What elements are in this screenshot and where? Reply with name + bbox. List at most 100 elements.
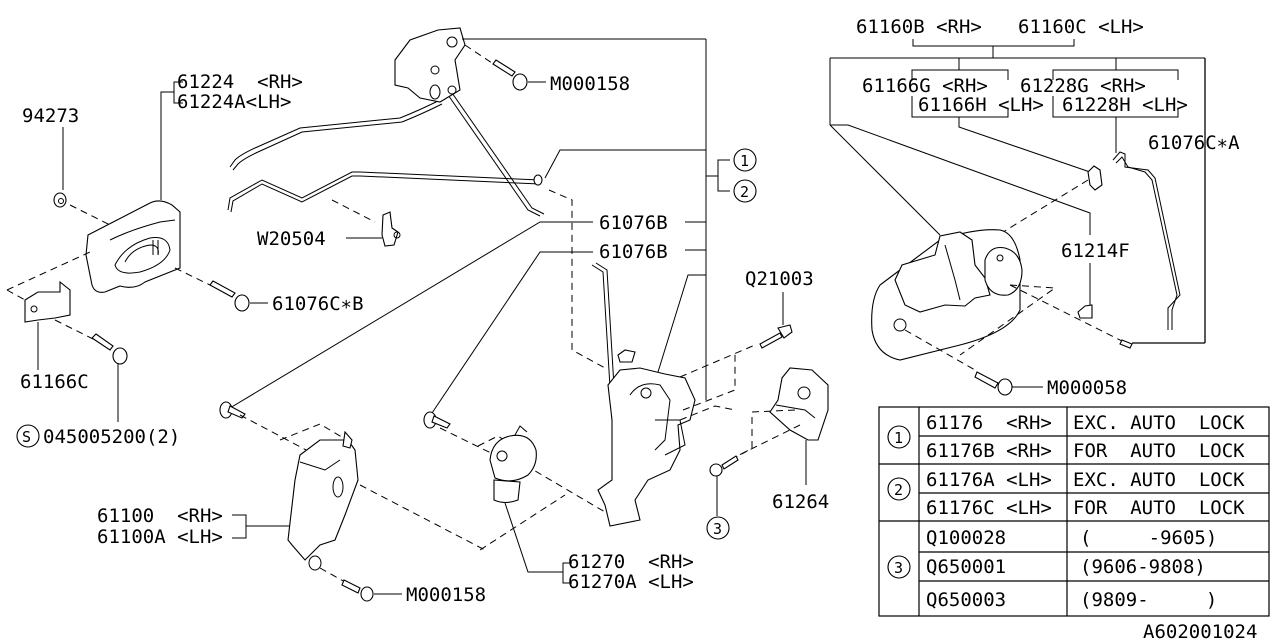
table-row-note: (9606-9808) — [1080, 556, 1206, 578]
table-row-part: Q650003 — [926, 589, 1006, 611]
part-61166C-bracket[interactable]: 61166C — [20, 280, 89, 393]
table-row-part: 61176A <LH> — [926, 469, 1052, 491]
leader-dash — [904, 329, 976, 371]
label-group-61160[interactable]: 61160B <RH> 61160C <LH> — [829, 16, 1206, 343]
part-inner-handle-bracket[interactable] — [394, 27, 466, 103]
part-61076C-B-screw[interactable]: 61076C∗B — [209, 280, 364, 315]
part-61076B-screw-2[interactable]: 61076B — [423, 241, 706, 429]
svg-text:2: 2 — [894, 481, 903, 499]
leader-dash — [734, 424, 801, 458]
label-W20504: W20504 — [257, 228, 326, 250]
label-M000058: M000058 — [1047, 377, 1127, 399]
table-row-note: FOR AUTO LOCK — [1073, 497, 1245, 519]
label-61160B: 61160B <RH> — [856, 16, 982, 38]
part-61100-actuator[interactable] — [287, 430, 359, 571]
callout-3-diagram[interactable]: 3 — [706, 516, 730, 540]
leader-dash — [331, 199, 376, 223]
label-61270A: 61270A <LH> — [568, 571, 694, 593]
leader-dash — [679, 405, 736, 421]
part-61076C-A-screw[interactable] — [1119, 339, 1205, 349]
part-callout-3-screw[interactable] — [709, 455, 739, 516]
label-61160C: 61160C <LH> — [1018, 16, 1144, 38]
label-61224A: 61224A<LH> — [177, 91, 291, 113]
svg-text:3: 3 — [713, 520, 722, 538]
part-045005200-screw[interactable]: S 045005200(2) — [16, 333, 180, 448]
label-045005200: 045005200(2) — [43, 426, 180, 448]
part-61160-outer-handle[interactable] — [871, 229, 1023, 361]
label-61214F: 61214F — [1061, 240, 1130, 262]
table-row-part: 61176C <LH> — [926, 497, 1052, 519]
callout-1[interactable]: 1 — [733, 148, 757, 172]
leader-dash — [479, 494, 566, 551]
part-Q21003-screw[interactable]: Q21003 — [745, 268, 814, 349]
label-group-61100[interactable]: 61100 <RH> 61100A <LH> — [97, 505, 290, 548]
table-row-part: 61176 <RH> — [926, 412, 1052, 434]
table-group-1: 1 61176 <RH> EXC. AUTO LOCK 61176B <RH> … — [887, 412, 1245, 462]
leader-dash — [6, 289, 26, 301]
part-94273-nut[interactable]: 94273 — [22, 105, 79, 208]
label-61166H: 61166H <LH> — [918, 94, 1044, 116]
part-door-latch[interactable] — [591, 262, 696, 527]
part-M000058-bolt[interactable]: M000058 — [974, 371, 1127, 399]
leader-dash — [682, 350, 736, 411]
label-61076B-1: 61076B — [599, 212, 668, 234]
leader-dash — [439, 427, 496, 456]
label-M000158-top: M000158 — [550, 73, 630, 95]
table-row-part: Q650001 — [926, 556, 1006, 578]
leader-line — [829, 124, 941, 236]
leader-line — [830, 124, 1091, 235]
table-row-part: 61176B <RH> — [926, 440, 1052, 462]
svg-text:3: 3 — [894, 559, 903, 577]
callout-2[interactable]: 2 — [733, 179, 757, 203]
leader-line — [544, 149, 706, 179]
label-61100: 61100 <RH> — [97, 505, 223, 527]
label-group-61166G[interactable]: 61166G <RH> 61166H <LH> — [862, 58, 1091, 173]
leader-dash — [464, 44, 496, 66]
table-row-note: ( -9605) — [1080, 527, 1217, 549]
label-61166C: 61166C — [20, 371, 89, 393]
leader-dash — [6, 251, 91, 291]
leader-dash — [174, 267, 211, 286]
label-61166G: 61166G <RH> — [862, 75, 988, 97]
label-group-61270[interactable]: 61270 <RH> 61270A <LH> — [504, 502, 694, 593]
label-61076CA: 61076C∗A — [1148, 132, 1240, 154]
part-M000158-bottom-bolt[interactable]: M000158 — [341, 579, 486, 606]
label-61264: 61264 — [772, 491, 829, 513]
table-group-3: 3 Q100028 ( -9605) Q650001 (9606-9808) Q… — [887, 527, 1217, 611]
label-group-61228G[interactable]: 61228G <RH> 61228H <LH> — [1020, 58, 1188, 153]
leader-line — [717, 159, 730, 192]
label-94273: 94273 — [22, 105, 79, 127]
label-61100A: 61100A <LH> — [97, 526, 223, 548]
leader-dash — [959, 284, 1057, 356]
part-61224-outer-handle[interactable]: 61224 <RH> 61224A<LH> — [85, 71, 303, 293]
part-M000158-top-bolt[interactable]: M000158 — [492, 59, 630, 95]
leader-dash — [989, 179, 1089, 241]
svg-text:2: 2 — [740, 183, 749, 201]
part-61264-striker[interactable]: 61264 — [769, 367, 829, 513]
label-61076CB: 61076C∗B — [272, 293, 364, 315]
part-61228-rod[interactable] — [1112, 151, 1181, 330]
s-symbol: S — [22, 428, 31, 446]
part-61214F-label[interactable]: 61214F — [1061, 240, 1130, 319]
leader-line — [657, 274, 706, 373]
table-row-note: FOR AUTO LOCK — [1073, 440, 1245, 462]
svg-text:1: 1 — [740, 152, 749, 170]
part-61166-clip[interactable] — [1087, 165, 1103, 191]
part-61270-key-cylinder[interactable] — [489, 425, 537, 504]
table-row-note: EXC. AUTO LOCK — [1073, 412, 1245, 434]
leader-dash — [679, 344, 756, 378]
part-61076B-screw-1[interactable]: 61076B — [219, 212, 706, 419]
leader-dash — [279, 423, 356, 446]
parts-table: 1 61176 <RH> EXC. AUTO LOCK 61176B <RH> … — [878, 406, 1270, 617]
part-inner-handle-rods[interactable] — [227, 89, 545, 217]
part-W20504-clip[interactable]: W20504 — [257, 199, 401, 250]
table-row-part: Q100028 — [926, 527, 1006, 549]
table-group-2: 2 61176A <LH> EXC. AUTO LOCK 61176C <LH>… — [887, 469, 1245, 519]
svg-text:1: 1 — [894, 429, 903, 447]
label-61224: 61224 <RH> — [177, 71, 303, 93]
table-row-note: (9809- ) — [1080, 589, 1217, 611]
leader-dash — [1009, 284, 1131, 346]
label-Q21003: Q21003 — [745, 268, 814, 290]
label-61228G: 61228G <RH> — [1020, 75, 1146, 97]
s-symbol-circle — [16, 424, 40, 448]
